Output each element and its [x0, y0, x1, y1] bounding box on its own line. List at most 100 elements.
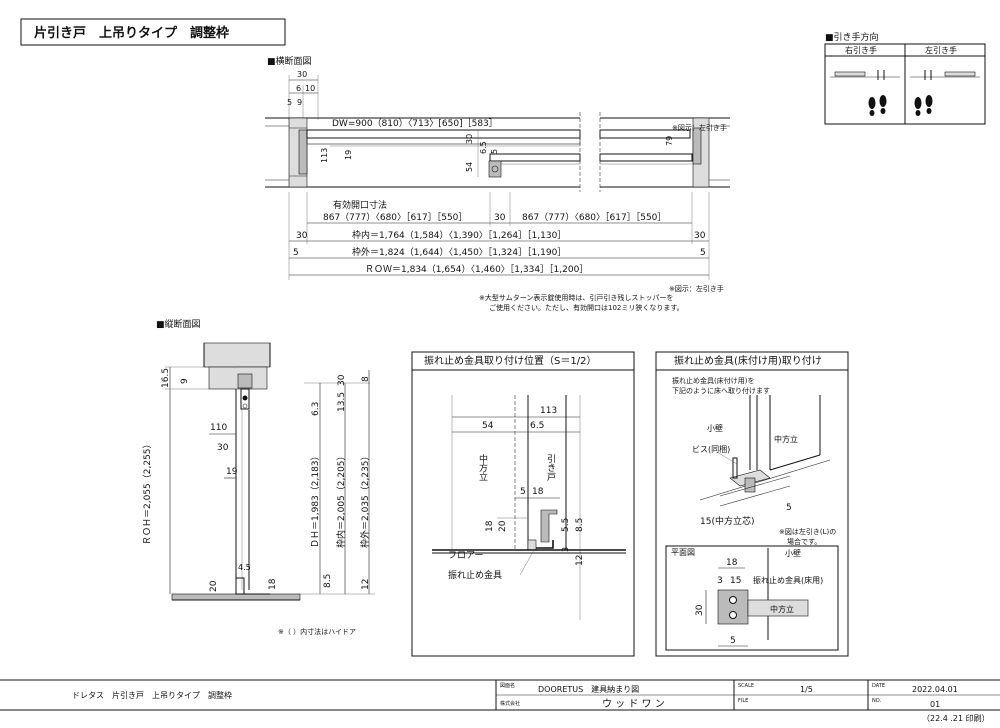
svg-text:10: 10 — [305, 84, 315, 93]
svg-text:中方立: 中方立 — [477, 453, 488, 481]
svg-text:20: 20 — [498, 520, 508, 532]
svg-text:867（777）〈680〉［617］［550］: 867（777）〈680〉［617］［550］ — [323, 212, 467, 223]
svg-text:※図示：左引き手: ※図示：左引き手 — [669, 284, 724, 293]
svg-text:19: 19 — [226, 467, 238, 477]
vertical-section: ■縦断面図 16.5 9 110 30 19 ＲＯＨ＝2,055（2,255） … — [142, 318, 375, 636]
title-box — [20, 18, 286, 46]
pull-direction: ■引き手方向 右引き手 左引き手 — [824, 31, 986, 125]
svg-text:12: 12 — [575, 555, 585, 566]
dw-dimension: DW=900（810）〈713〉[650]［583］ — [332, 118, 498, 129]
svg-text:30: 30 — [465, 134, 474, 144]
svg-text:19: 19 — [344, 150, 353, 160]
svg-text:下記のように床へ取り付けます: 下記のように床へ取り付けます — [672, 386, 770, 395]
svg-text:15: 15 — [730, 576, 741, 586]
svg-text:20: 20 — [209, 580, 219, 592]
svg-text:18: 18 — [726, 558, 738, 568]
roh-dimension: ＲＯＨ＝2,055（2,255） — [142, 439, 153, 545]
svg-text:5.5: 5.5 — [561, 518, 571, 532]
svg-text:※（ ）内寸法はハイドア: ※（ ）内寸法はハイドア — [278, 627, 356, 636]
frame-outer-height: 枠外＝2,035（2,235） — [359, 451, 371, 548]
svg-text:6.5: 6.5 — [530, 421, 544, 431]
detail-floor-stopper: 振れ止め金具(床付け用)取り付け 振れ止め金具(床付け用)を 下記のように床へ取… — [655, 351, 849, 657]
svg-text:5: 5 — [730, 636, 736, 646]
svg-text:場合です。: 場合です。 — [787, 537, 821, 546]
svg-text:18: 18 — [268, 578, 278, 590]
sheet-title: 片引き戸 上吊りタイプ 調整枠 — [34, 25, 229, 41]
svg-text:SCALE: SCALE — [738, 683, 754, 689]
svg-text:※大型サムターン表示錠使用時は、引戸引き残しストッパーを: ※大型サムターン表示錠使用時は、引戸引き残しストッパーを — [479, 293, 673, 302]
frame-outer-width: 枠外＝1,824（1,644）〈1,450〉［1,324］［1,190］ — [352, 246, 566, 258]
pull-direction-heading: ■引き手方向 — [825, 31, 879, 43]
dh-dimension: ＤＨ＝1,983（2,183） — [310, 451, 321, 548]
drawing-name: ドレタス 片引き戸 上吊りタイプ 調整枠 — [72, 690, 232, 700]
svg-text:ビス(同梱): ビス(同梱) — [692, 444, 730, 454]
print-date: （22.4 .21 印刷） — [922, 714, 990, 723]
svg-text:18: 18 — [485, 520, 495, 532]
svg-text:振れ止め金具(床用): 振れ止め金具(床用) — [753, 575, 823, 585]
svg-text:小壁: 小壁 — [785, 548, 801, 558]
detail-a-heading: 振れ止め金具取り付け位置（S＝1/2） — [424, 354, 596, 367]
stopper-label: 振れ止め金具 — [448, 569, 502, 581]
svg-text:3: 3 — [717, 576, 723, 586]
frame-inner-width: 枠内＝1,764（1,584）〈1,390〉［1,264］［1,130］ — [352, 229, 566, 241]
svg-text:6.3: 6.3 — [311, 402, 321, 416]
svg-text:16.5: 16.5 — [161, 368, 171, 388]
svg-text:図面名: 図面名 — [500, 682, 515, 689]
vertical-section-heading: ■縦断面図 — [156, 318, 201, 330]
svg-text:5: 5 — [786, 503, 792, 513]
svg-text:※図示：左引き手: ※図示：左引き手 — [672, 123, 727, 132]
svg-text:平面図: 平面図 — [671, 548, 695, 557]
svg-text:30: 30 — [297, 70, 307, 79]
svg-text:12: 12 — [361, 579, 371, 590]
svg-text:113: 113 — [320, 148, 329, 163]
date-value: 2022.04.01 — [912, 685, 958, 694]
svg-text:FILE: FILE — [738, 698, 748, 704]
svg-text:30: 30 — [296, 231, 308, 241]
svg-text:引き戸: 引き戸 — [545, 454, 556, 482]
svg-text:30: 30 — [494, 213, 506, 223]
horizontal-section-heading: ■横断面図 — [267, 55, 312, 67]
svg-text:867（777）〈680〉［617］［550］: 867（777）〈680〉［617］［550］ — [522, 212, 666, 223]
svg-text:9: 9 — [180, 378, 190, 384]
svg-text:54: 54 — [465, 162, 474, 172]
svg-text:5: 5 — [490, 149, 499, 154]
svg-text:8.5: 8.5 — [575, 518, 585, 532]
svg-text:30: 30 — [695, 604, 705, 616]
svg-text:5: 5 — [293, 248, 299, 258]
svg-text:8: 8 — [361, 376, 371, 382]
svg-text:5: 5 — [700, 248, 706, 258]
detail-b-heading: 振れ止め金具(床付け用)取り付け — [674, 354, 822, 367]
svg-text:ご使用ください。ただし、有効開口は102ミリ狭くなります。: ご使用ください。ただし、有効開口は102ミリ狭くなります。 — [489, 303, 684, 312]
pull-right-label: 右引き手 — [845, 45, 877, 55]
footprint-icon — [868, 95, 933, 116]
svg-text:4.5: 4.5 — [238, 563, 251, 572]
svg-text:中方立: 中方立 — [770, 604, 794, 614]
svg-text:6.5: 6.5 — [479, 141, 488, 154]
svg-text:※図は左引き(L)の: ※図は左引き(L)の — [779, 527, 836, 536]
svg-text:79: 79 — [665, 136, 674, 146]
floor-label: フロアー — [448, 551, 483, 561]
svg-text:8.5: 8.5 — [323, 574, 333, 588]
svg-text:30: 30 — [217, 443, 229, 453]
svg-text:中方立: 中方立 — [774, 434, 798, 444]
model-name: DOORETUS 建具納まり図 — [538, 684, 639, 694]
horizontal-section: ■横断面図 30 6 10 5 9 — [265, 55, 730, 312]
scale-value: 1/5 — [800, 685, 813, 694]
svg-text:株式会社: 株式会社 — [500, 700, 520, 707]
svg-text:30: 30 — [337, 374, 347, 386]
pull-left-label: 左引き手 — [925, 45, 957, 55]
company-name: ウ ッ ド ワ ン — [602, 698, 665, 710]
svg-text:振れ止め金具(床付け用)を: 振れ止め金具(床付け用)を — [672, 376, 754, 385]
svg-text:54: 54 — [482, 421, 494, 431]
frame-inner-height: 枠内＝2,005（2,205） — [335, 451, 347, 548]
row-dimension: ＲＯＷ＝1,834（1,654）〈1,460〉［1,334］［1,200］ — [365, 264, 588, 275]
svg-text:5: 5 — [520, 487, 526, 497]
svg-text:15(中方立芯): 15(中方立芯) — [700, 515, 754, 527]
svg-text:6: 6 — [296, 84, 301, 93]
svg-text:5: 5 — [287, 98, 292, 107]
svg-text:13.5: 13.5 — [337, 392, 347, 412]
effective-opening-label: 有効開口寸法 — [333, 199, 387, 211]
sheet-number: 01 — [930, 700, 940, 709]
svg-text:9: 9 — [297, 98, 302, 107]
